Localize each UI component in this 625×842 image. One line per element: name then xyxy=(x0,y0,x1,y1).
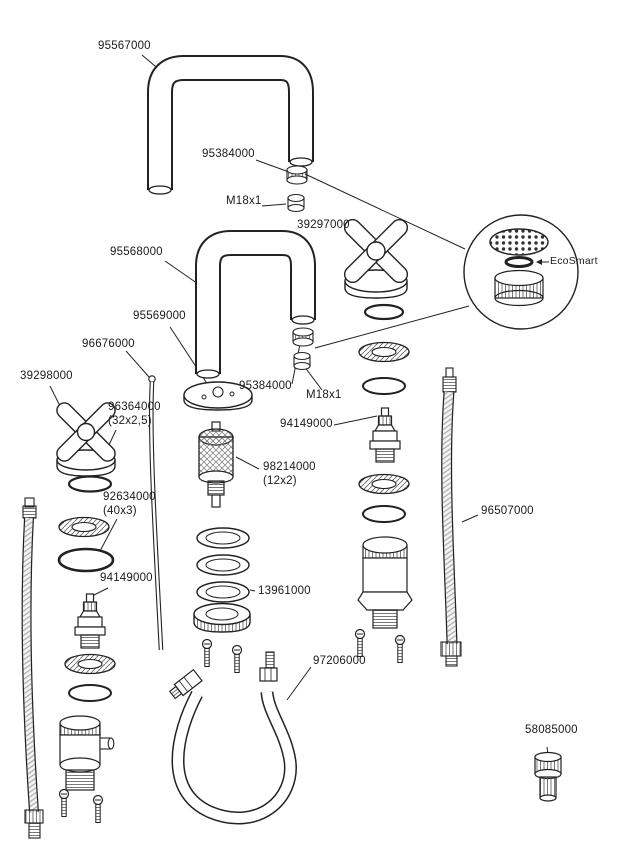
oring-92634000-drawing xyxy=(57,547,115,573)
part-label-oring-40: 92634000 (40x3) xyxy=(103,491,156,519)
part-size: (32x2,5) xyxy=(108,414,152,427)
seal-washer-right-lower-drawing xyxy=(358,473,410,495)
part-label-hose-loop: 97206000 xyxy=(313,655,366,667)
part-size: (40x3) xyxy=(103,504,137,517)
valve-body-left-drawing xyxy=(59,715,115,791)
part-label-spout-top: 95567000 xyxy=(98,40,151,52)
part-label-handle-left: 39298000 xyxy=(20,370,73,382)
cartridge-98214000-drawing xyxy=(198,421,234,508)
part-label-cartridge-right: 94149000 xyxy=(280,418,333,430)
part-label-fitting-bottom: 58085000 xyxy=(525,724,578,736)
escutcheon-95569000-drawing xyxy=(183,381,253,411)
seal-washer-left-lower-drawing xyxy=(64,653,116,675)
part-label-hose-right: 96507000 xyxy=(481,505,534,517)
part-label-cartridge-left: 94149000 xyxy=(100,572,153,584)
hose-97206000-drawing xyxy=(168,651,297,825)
hose-96507000-drawing xyxy=(440,367,462,667)
seal-washer-right-upper-drawing xyxy=(358,341,410,363)
hose-left-drawing xyxy=(21,497,44,839)
part-label-rod: 96676000 xyxy=(82,338,135,350)
detail-circle-drawing xyxy=(463,214,579,330)
valve-body-right-drawing xyxy=(357,536,413,629)
ring-stack-13961000-drawing xyxy=(193,527,251,633)
part-label-ring-stack: 13961000 xyxy=(258,585,311,597)
aerator-95384000-top-drawing xyxy=(286,165,308,185)
nut-m18x1-top-drawing xyxy=(287,193,305,213)
part-number: 98214000 xyxy=(263,461,316,473)
cartridge-94149000-left-drawing xyxy=(74,593,106,649)
seal-washer-left-upper-drawing xyxy=(58,516,110,538)
part-label-oring-32: 96364000 (32x2,5) xyxy=(108,401,161,429)
nut-m18x1-bottom-drawing xyxy=(293,351,311,371)
oring-left-lower-drawing xyxy=(68,684,112,702)
ecosmart-arrow-icon xyxy=(536,259,542,265)
part-size: (12x2) xyxy=(263,474,297,487)
fitting-58085000-drawing xyxy=(534,751,562,802)
screw-center-1-drawing xyxy=(201,638,213,668)
leader-lines xyxy=(49,54,549,756)
part-number: 96364000 xyxy=(108,401,161,413)
part-label-aerator-top: 95384000 xyxy=(202,148,255,160)
handle-39298000-drawing xyxy=(56,402,116,477)
part-number: 92634000 xyxy=(103,491,156,503)
part-label-thread-top: M18x1 xyxy=(226,195,262,207)
screw-left-1-drawing xyxy=(58,788,70,818)
spout-95568000-drawing xyxy=(195,230,316,379)
aerator-95384000-bottom-drawing xyxy=(292,327,314,347)
screw-center-2-drawing xyxy=(231,644,243,674)
screw-right-1-drawing xyxy=(354,628,366,658)
part-label-seal-12: 98214000 (12x2) xyxy=(263,461,316,489)
part-label-spout-bottom: 95568000 xyxy=(110,246,163,258)
screw-right-2-drawing xyxy=(394,634,406,664)
rod-96676000-drawing xyxy=(148,375,164,651)
part-label-handle-right: 39297000 xyxy=(297,219,350,231)
part-label-ecosmart: EcoSmart xyxy=(550,255,598,267)
part-label-aerator-bottom: 95384000 xyxy=(239,380,292,392)
oring-right-upper-drawing xyxy=(363,303,405,321)
part-label-thread-bottom: M18x1 xyxy=(306,389,342,401)
oring-right-mid-drawing xyxy=(362,377,406,395)
handle-39297000-drawing xyxy=(343,218,409,299)
oring-96364000-drawing xyxy=(67,475,113,493)
part-label-escutcheon: 95569000 xyxy=(133,310,186,322)
oring-right-lower-drawing xyxy=(362,505,406,523)
screw-left-2-drawing xyxy=(92,794,104,824)
